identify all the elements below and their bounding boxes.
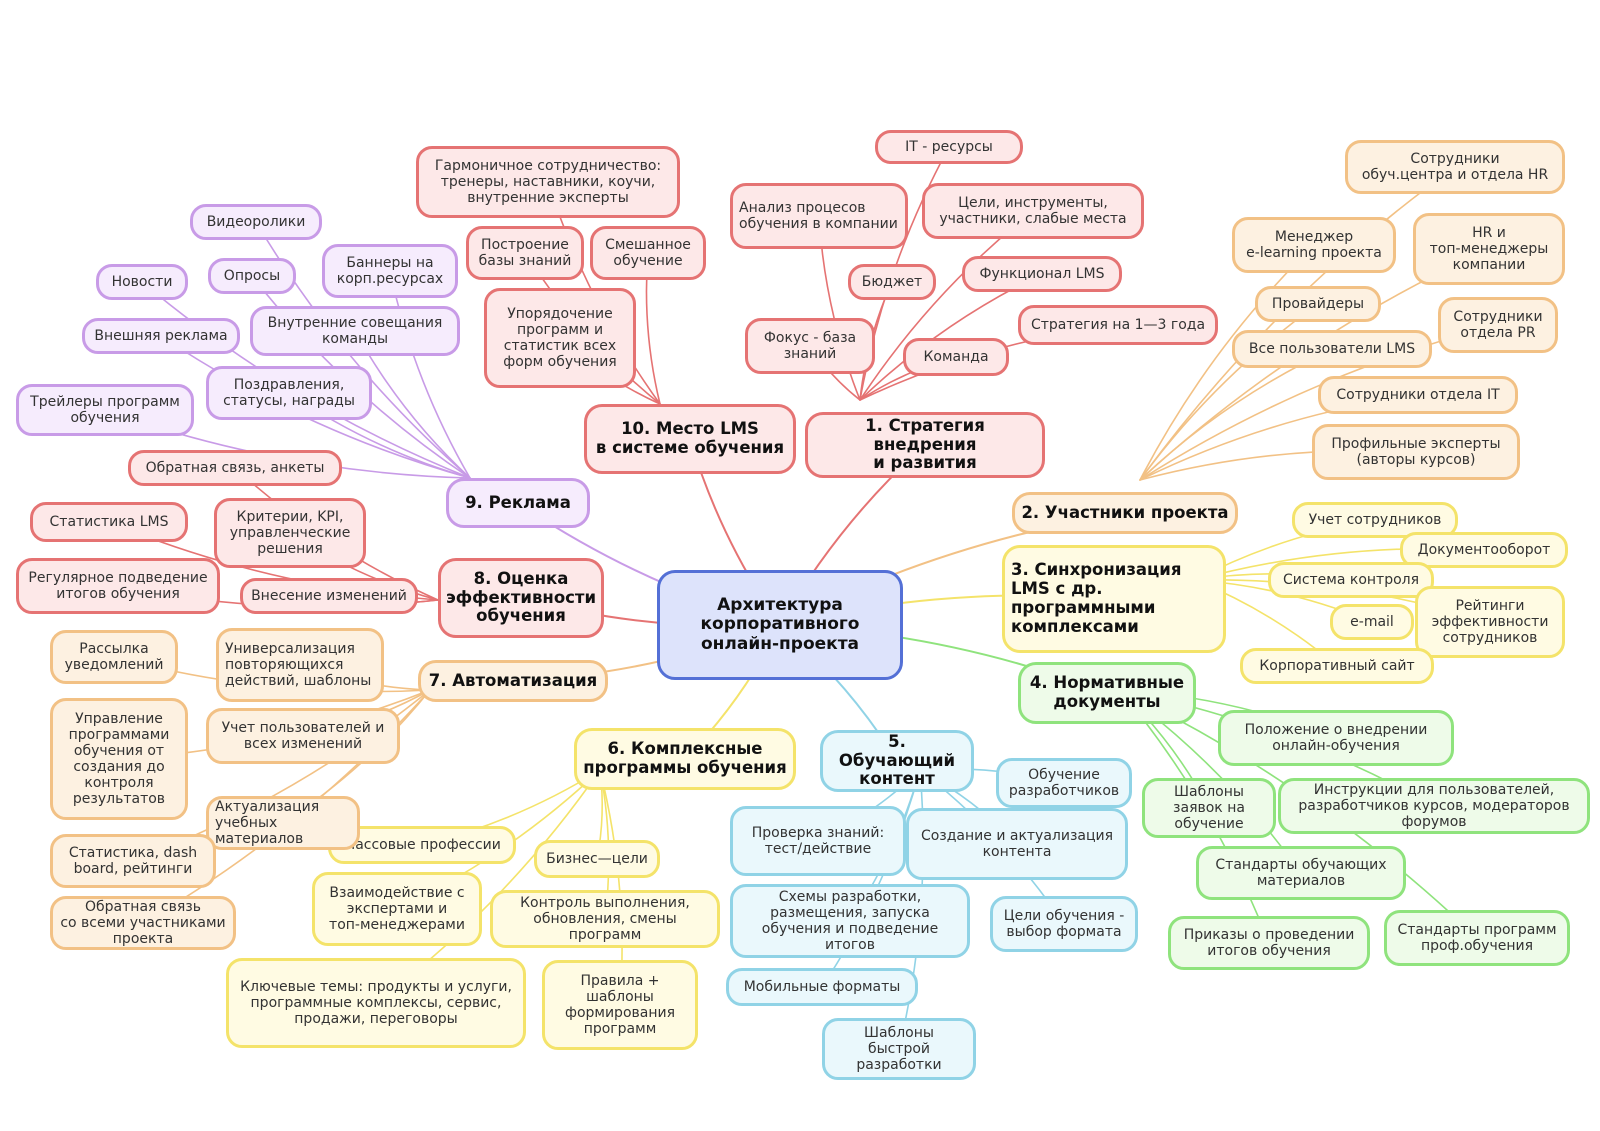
leaf-knowledge-check: Проверка знаний: тест/действие (730, 806, 906, 876)
leaf-notification-mailing: Рассылка уведомлений (50, 630, 178, 684)
branch-6-programs: 6. Комплексные программы обучения (574, 728, 796, 790)
branch-8-evaluation: 8. Оценка эффективности обучения (438, 558, 604, 638)
leaf-news: Новости (96, 264, 188, 300)
branch-10-lms-place: 10. Место LMS в системе обучения (584, 404, 796, 474)
leaf-program-control: Контроль выполнения, обновления, смены п… (490, 890, 720, 948)
leaf-it-staff: Сотрудники отдела IT (1318, 376, 1518, 414)
leaf-quick-templates: Шаблоны быстрой разработки (822, 1018, 976, 1080)
leaf-banners: Баннеры на корп.ресурсах (322, 244, 458, 298)
leaf-knowledge-base: Построение базы знаний (466, 226, 584, 280)
leaf-team: Команда (903, 338, 1009, 376)
leaf-universalization: Универсализация повторяющихся действий, … (216, 628, 384, 702)
leaf-it-resources: IT - ресурсы (875, 130, 1023, 164)
leaf-mobile-formats: Мобильные форматы (726, 968, 918, 1006)
leaf-strategy-1-3-years: Стратегия на 1—3 года (1018, 305, 1218, 345)
leaf-regular-results: Регулярное подведение итогов обучения (16, 558, 220, 614)
leaf-training-hr-staff: Сотрудники обуч.центра и отдела HR (1345, 140, 1565, 194)
leaf-all-lms-users: Все пользователи LMS (1232, 330, 1432, 368)
leaf-stats-dashboard: Статистика, dash board, рейтинги (50, 834, 216, 888)
leaf-user-accounting: Учет пользователей и всех изменений (206, 708, 400, 764)
leaf-lms-functional: Функционал LMS (962, 256, 1122, 292)
leaf-expert-interaction: Взаимодействие с экспертами и топ-менедж… (312, 872, 482, 946)
leaf-polls: Опросы (208, 258, 296, 294)
leaf-make-changes: Внесение изменений (240, 578, 418, 614)
leaf-trailers: Трейлеры программ обучения (16, 384, 194, 436)
leaf-email: e-mail (1330, 604, 1414, 640)
leaf-goals-tools: Цели, инструменты, участники, слабые мес… (922, 183, 1144, 239)
leaf-dev-schemes: Схемы разработки, размещения, запуска об… (730, 884, 970, 958)
leaf-internal-meetings: Внутренние совещания команды (250, 306, 460, 356)
leaf-hr-top-managers: HR и топ-менеджеры компании (1413, 213, 1565, 285)
leaf-material-update: Актуализация учебных материалов (206, 796, 360, 850)
leaf-goal-format: Цели обучения - выбор формата (990, 896, 1138, 952)
leaf-material-standards: Стандарты обучающих материалов (1196, 846, 1406, 900)
connector-38 (821, 769, 921, 988)
leaf-process-analysis: Анализ процесов обучения в компании (730, 183, 908, 249)
leaf-rules-templates: Правила + шаблоны формирования программ (542, 960, 698, 1050)
connector-13 (1139, 303, 1319, 481)
leaf-lms-statistics: Статистика LMS (30, 502, 188, 542)
leaf-control-system: Система контроля (1268, 562, 1434, 598)
leaf-pr-staff: Сотрудники отдела PR (1438, 297, 1558, 353)
central-node: Архитектура корпоративного онлайн-проект… (657, 570, 903, 680)
branch-9-advertising: 9. Реклама (446, 478, 590, 528)
branch-1-strategy: 1. Стратегия внедрения и развития (805, 412, 1045, 478)
leaf-providers: Провайдеры (1255, 286, 1381, 322)
leaf-elearning-manager: Менеджер e-learning проекта (1232, 217, 1396, 273)
branch-2-participants: 2. Участники проекта (1012, 492, 1238, 534)
leaf-business-goals: Бизнес—цели (534, 840, 660, 878)
leaf-participant-feedback: Обратная связь со всеми участниками прое… (50, 896, 236, 950)
leaf-document-flow: Документооборот (1400, 532, 1568, 568)
leaf-results-orders: Приказы о проведении итогов обучения (1168, 916, 1370, 970)
leaf-program-standards: Стандарты программ проф.обучения (1384, 910, 1570, 966)
leaf-harmonious-cooperation: Гармоничное сотрудничество: тренеры, нас… (416, 146, 680, 218)
leaf-efficiency-ratings: Рейтинги эффективности сотрудников (1415, 586, 1565, 658)
branch-4-regulations: 4. Нормативные документы (1018, 662, 1196, 724)
leaf-user-instructions: Инструкции для пользователей, разработчи… (1278, 778, 1590, 834)
leaf-subject-experts: Профильные эксперты (авторы курсов) (1312, 424, 1520, 480)
branch-5-content: 5. Обучающий контент (820, 730, 974, 792)
leaf-budget: Бюджет (848, 264, 936, 300)
leaf-developer-training: Обучение разработчиков (996, 758, 1132, 808)
branch-3-sync: 3. Синхронизация LMS с др. программными … (1002, 545, 1226, 653)
leaf-external-ads: Внешняя реклама (82, 318, 240, 354)
leaf-videos: Видеоролики (190, 204, 322, 240)
leaf-regulation-online: Положение о внедрении онлайн-обучения (1218, 710, 1454, 766)
leaf-blended-learning: Смешанное обучение (590, 226, 706, 280)
leaf-knowledge-focus: Фокус - база знаний (745, 318, 875, 374)
leaf-key-topics: Ключевые темы: продукты и услуги, програ… (226, 958, 526, 1048)
leaf-content-creation: Создание и актуализация контента (906, 808, 1128, 880)
branch-7-automation: 7. Автоматизация (418, 660, 608, 702)
leaf-kpi-criteria: Критерии, KPI, управленческие решения (214, 498, 366, 568)
leaf-program-ordering: Упорядочение программ и статистик всех ф… (484, 288, 636, 388)
leaf-congratulations: Поздравления, статусы, награды (206, 366, 372, 420)
leaf-program-management: Управление программами обучения от созда… (50, 698, 188, 820)
leaf-feedback-surveys: Обратная связь, анкеты (128, 450, 342, 486)
leaf-corporate-site: Корпоративный сайт (1240, 648, 1434, 684)
leaf-request-templates: Шаблоны заявок на обучение (1142, 778, 1276, 838)
